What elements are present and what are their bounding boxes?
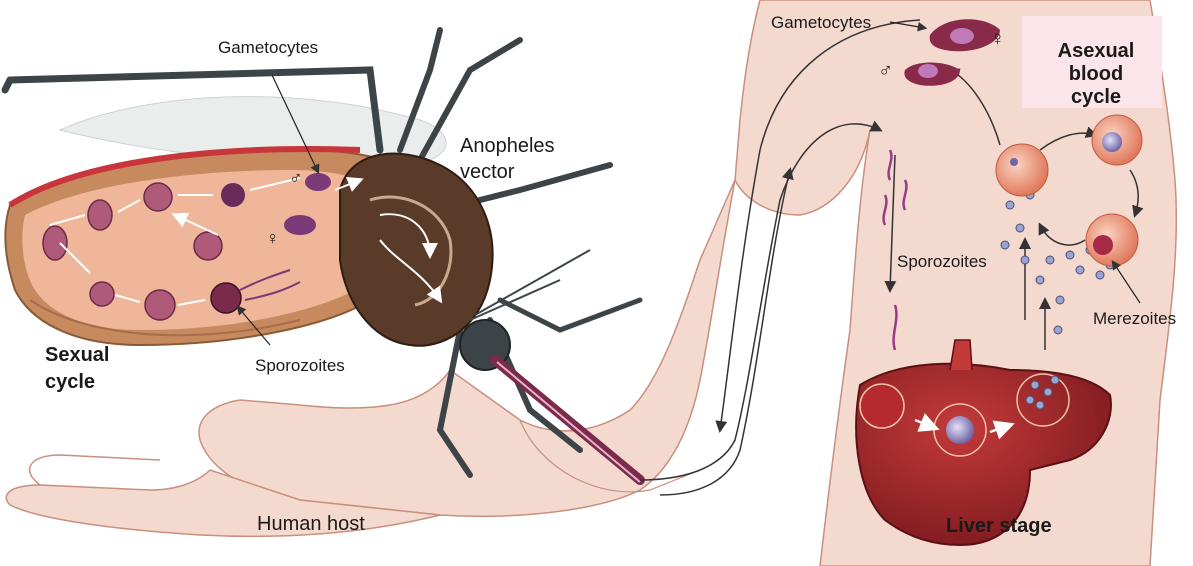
male-symbol-mosquito: ♂ bbox=[289, 168, 303, 189]
anopheles-vector-label: Anopheles vector bbox=[460, 133, 555, 185]
gametocytes-label-body: Gametocytes bbox=[771, 13, 871, 33]
asexual-blood-cycle-label: Asexual blood cycle bbox=[1032, 40, 1160, 109]
sporozoites-label-mosquito: Sporozoites bbox=[255, 356, 345, 376]
merezoites-label: Merezoites bbox=[1093, 309, 1176, 329]
sporozoites-label-body: Sporozoites bbox=[897, 252, 987, 272]
female-symbol-body: ♀ bbox=[990, 28, 1005, 51]
gametocytes-label-mosquito: Gametocytes bbox=[218, 38, 318, 58]
female-symbol-mosquito: ♀ bbox=[266, 228, 280, 249]
male-symbol-body: ♂ bbox=[878, 60, 893, 83]
human-host-label: Human host bbox=[257, 513, 365, 536]
sexual-cycle-label: Sexual cycle bbox=[45, 342, 109, 396]
liver-stage-label: Liver stage bbox=[946, 515, 1052, 538]
